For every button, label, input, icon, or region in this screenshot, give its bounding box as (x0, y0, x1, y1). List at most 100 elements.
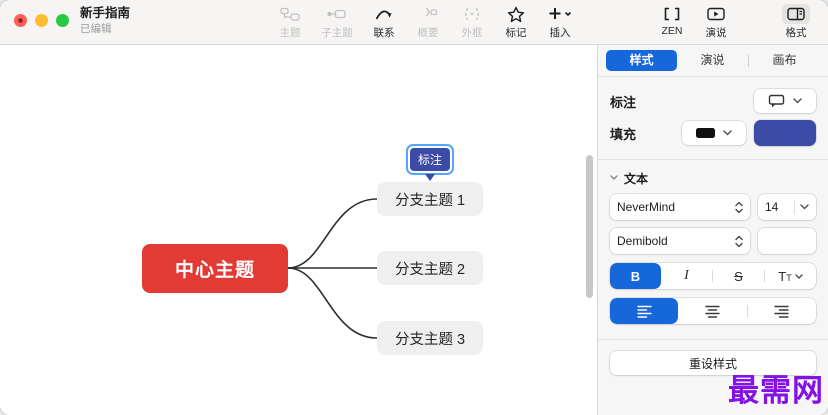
font-weight-select[interactable]: Demibold (610, 228, 750, 254)
font-color-field[interactable] (758, 228, 816, 254)
minimize-button[interactable] (35, 14, 48, 27)
collapse-chevron-icon (610, 175, 618, 180)
panel-tabs: 样式 演说 画布 (606, 50, 820, 71)
speech-bubble-icon (768, 94, 785, 107)
font-weight-value: Demibold (617, 234, 668, 248)
watermark-text: 最需网 (728, 373, 824, 409)
mindmap-canvas[interactable]: 中心主题 分支主题 1 分支主题 2 分支主题 3 标注 (0, 45, 597, 415)
subtopic-label: 子主题 (321, 27, 353, 39)
callout-shape-dropdown[interactable] (754, 89, 816, 113)
callout-selection-ring[interactable]: 标注 (406, 144, 455, 181)
font-family-value: NeverMind (617, 200, 676, 214)
marker-label: 标记 (505, 27, 527, 39)
fill-style-dropdown[interactable] (682, 121, 746, 145)
align-right-button[interactable] (748, 298, 816, 324)
segment-separator (746, 305, 748, 317)
fill-color-well[interactable] (754, 120, 816, 146)
format-panel-icon (782, 4, 810, 24)
strikethrough-button[interactable]: S (713, 263, 764, 289)
text-section-header[interactable]: 文本 (610, 170, 816, 186)
tab-style[interactable]: 样式 (606, 50, 677, 71)
callout-row-label: 标注 (610, 94, 637, 110)
align-right-icon (774, 305, 790, 318)
summary-label: 概要 (417, 27, 439, 39)
align-center-button[interactable] (678, 298, 746, 324)
tab-separator (748, 54, 749, 67)
toolbar-right-group: ZEN 演说 格式 (650, 4, 818, 40)
fill-swatch (696, 128, 715, 138)
subtopic-button[interactable]: 子主题 (312, 4, 362, 40)
font-family-select[interactable]: NeverMind (610, 194, 750, 220)
zen-mode-icon (658, 4, 686, 24)
font-size-value: 14 (765, 200, 779, 214)
branch-topic-2[interactable]: 分支主题 2 (377, 251, 483, 285)
tab-present[interactable]: 演说 (700, 53, 725, 67)
fill-row: 填充 (610, 120, 816, 146)
zoom-button[interactable] (56, 14, 69, 27)
bold-button[interactable]: B (610, 263, 661, 289)
callout-text: 标注 (418, 153, 443, 167)
callout-shape-row: 标注 (610, 88, 816, 114)
section-divider (598, 339, 828, 340)
relationship-button[interactable]: 联系 (362, 4, 406, 40)
text-style-segment: B I S TT (610, 263, 816, 289)
tab-canvas[interactable]: 画布 (772, 53, 797, 67)
connector-lines (287, 198, 378, 339)
italic-button[interactable]: I (661, 263, 712, 289)
summary-icon (414, 4, 442, 24)
insert-plus-icon (543, 4, 577, 24)
alignment-segment (610, 298, 816, 324)
summary-button[interactable]: 概要 (406, 4, 450, 40)
italic-glyph: I (684, 268, 689, 283)
format-panel: 样式 演说 画布 标注 填充 文本 (597, 45, 828, 415)
font-weight-row: Demibold (610, 228, 816, 254)
topic-button[interactable]: 主题 (268, 4, 312, 40)
align-left-icon (636, 305, 652, 318)
callout-tail (425, 174, 435, 181)
chevron-down-icon (723, 130, 732, 136)
document-title-block: 新手指南 已编辑 (80, 6, 130, 36)
boundary-icon (458, 4, 486, 24)
font-size-select[interactable]: 14 (758, 194, 816, 220)
boundary-label: 外框 (461, 27, 483, 39)
callout[interactable]: 标注 (410, 148, 451, 181)
text-section-label: 文本 (624, 171, 649, 186)
align-center-icon (705, 305, 720, 318)
topic-label: 主题 (279, 27, 301, 39)
relationship-icon (370, 4, 398, 24)
font-row: NeverMind 14 (610, 194, 816, 220)
align-left-button[interactable] (610, 298, 679, 324)
canvas-scrollbar[interactable] (586, 155, 593, 298)
marker-star-icon (503, 4, 529, 24)
stepper-icon (735, 201, 743, 213)
document-status: 已编辑 (80, 23, 112, 35)
chevron-down-icon (795, 273, 803, 279)
bold-glyph: B (630, 268, 641, 284)
format-button[interactable]: 格式 (774, 4, 818, 40)
document-title: 新手指南 (80, 6, 131, 20)
segment-separator (712, 270, 713, 282)
text-case-button[interactable]: TT (765, 263, 816, 289)
chevron-down-icon (793, 98, 802, 104)
reset-style-button[interactable]: 重设样式 (610, 351, 816, 375)
branch-topic-1[interactable]: 分支主题 1 (377, 182, 483, 216)
marker-button[interactable]: 标记 (494, 4, 538, 40)
insert-label: 插入 (549, 27, 571, 39)
present-play-icon (702, 4, 730, 24)
window-controls (14, 14, 69, 27)
zen-button[interactable]: ZEN (650, 4, 694, 40)
format-label: 格式 (785, 27, 807, 39)
close-button[interactable] (14, 14, 27, 27)
topic-icon (276, 4, 304, 24)
segment-separator (764, 270, 765, 282)
select-divider (794, 200, 795, 214)
relationship-label: 联系 (373, 27, 395, 39)
present-label: 演说 (705, 27, 727, 39)
branch-topic-3[interactable]: 分支主题 3 (377, 321, 483, 355)
insert-button[interactable]: 插入 (538, 4, 582, 40)
zen-label: ZEN (661, 25, 683, 37)
present-button[interactable]: 演说 (694, 4, 738, 40)
toolbar: 新手指南 已编辑 主题 子主题 联系 (0, 0, 828, 45)
boundary-button[interactable]: 外框 (450, 4, 494, 40)
central-topic[interactable]: 中心主题 (142, 244, 288, 293)
